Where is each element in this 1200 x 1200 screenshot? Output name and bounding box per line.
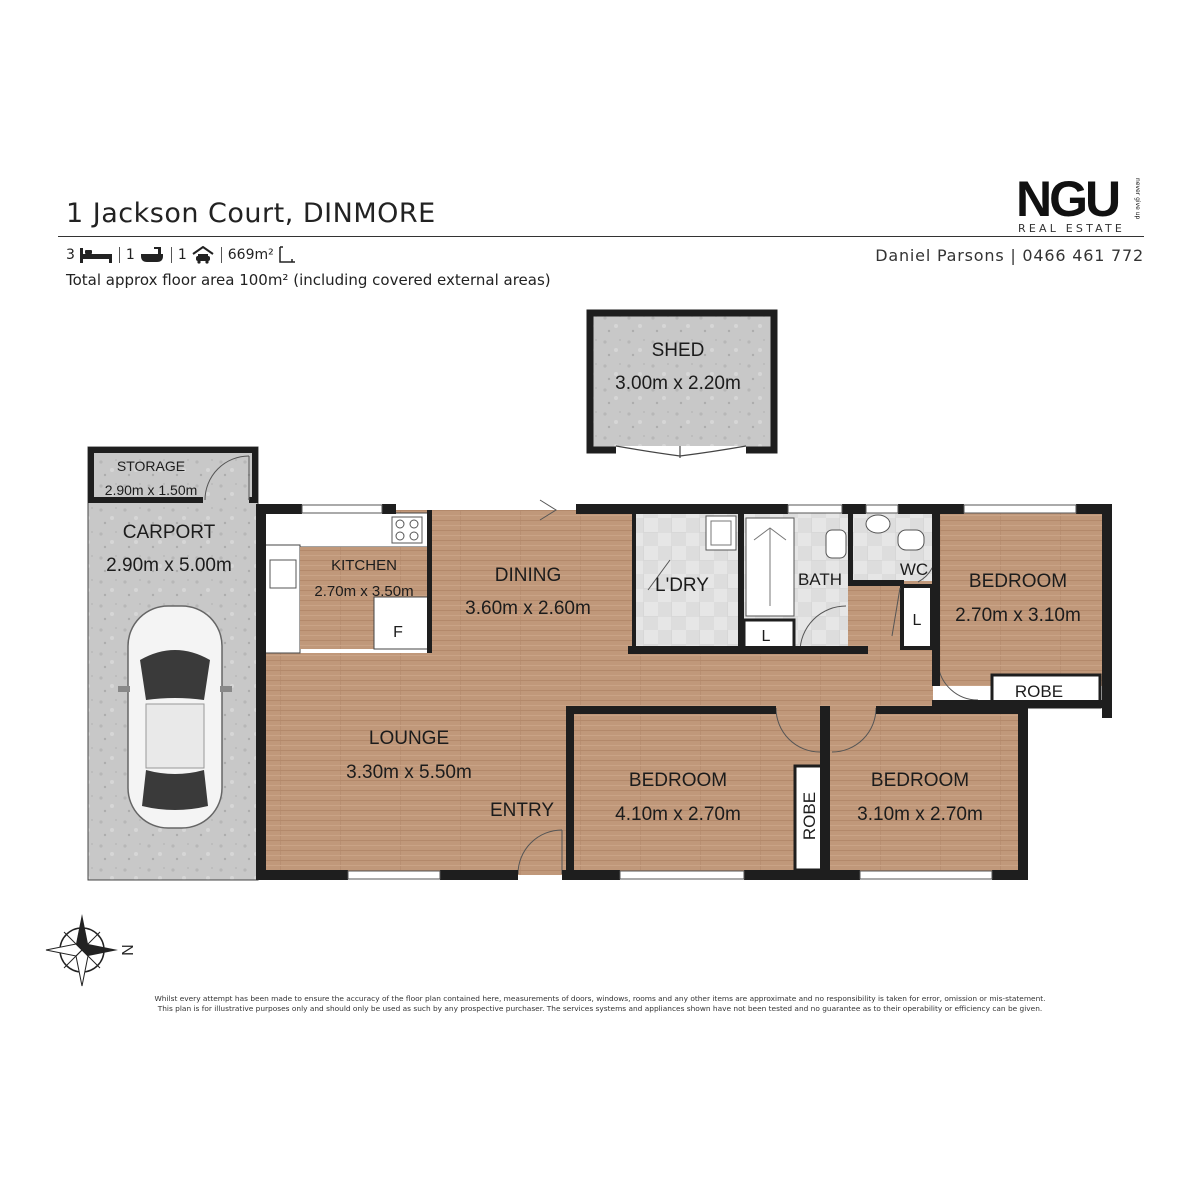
agent-contact: Daniel Parsons | 0466 461 772 xyxy=(875,246,1144,265)
header-divider xyxy=(58,236,1144,237)
kitchen-size: 2.70m x 3.50m xyxy=(314,583,413,600)
bedroom2-size: 4.10m x 2.70m xyxy=(615,804,741,825)
stats-separator xyxy=(118,247,120,263)
logo-subtitle: REAL ESTATE xyxy=(1018,222,1126,235)
property-stats: 3 1 1 669m² xyxy=(66,244,296,266)
dining-name: DINING xyxy=(495,565,562,586)
laundry-name: L'DRY xyxy=(655,575,709,596)
car-icon xyxy=(191,246,215,264)
bathroom xyxy=(738,513,848,654)
bedroom1-robe-label: ROBE xyxy=(1015,682,1063,701)
cooktop-icon xyxy=(391,516,423,544)
kitchen-name: KITCHEN xyxy=(331,557,397,574)
lounge-name: LOUNGE xyxy=(369,728,449,749)
land-size: 669m² xyxy=(227,247,274,263)
carport-size: 2.90m x 5.00m xyxy=(106,555,232,576)
storage-size: 2.90m x 1.50m xyxy=(105,482,198,498)
fridge-label: F xyxy=(393,624,403,641)
carport-name: CARPORT xyxy=(123,522,216,543)
windows xyxy=(301,504,1077,880)
agency-logo: NGU never give up REAL ESTATE xyxy=(1016,174,1144,236)
logo-mark: NGU xyxy=(1016,171,1121,227)
bedroom2-robe-label: ROBE xyxy=(800,792,819,840)
laundry xyxy=(632,513,740,653)
car-count: 1 xyxy=(177,247,187,263)
compass-north-label: N xyxy=(118,944,135,956)
disclaimer-line: Whilst every attempt has been made to en… xyxy=(154,994,1046,1003)
logo-tagline: never give up xyxy=(1134,178,1141,220)
shed xyxy=(586,309,778,458)
bedroom1-name: BEDROOM xyxy=(969,571,1067,592)
lounge-size: 3.30m x 5.50m xyxy=(346,762,472,783)
bedroom3-size: 3.10m x 2.70m xyxy=(857,804,983,825)
land-area-icon xyxy=(278,246,296,264)
bedroom-count: 3 xyxy=(66,247,75,263)
storage-name: STORAGE xyxy=(117,458,185,474)
car-icon xyxy=(118,605,232,829)
laundry-linen-label: L xyxy=(762,628,771,645)
disclaimer-line: This plan is for illustrative purposes o… xyxy=(157,1004,1043,1013)
linen-cupboard xyxy=(891,584,934,650)
bedroom2-name: BEDROOM xyxy=(629,770,727,791)
shed-name: SHED xyxy=(652,340,705,361)
storage xyxy=(88,447,258,504)
stats-separator xyxy=(220,247,222,263)
bath-name: BATH xyxy=(798,570,842,589)
entry-door xyxy=(517,829,563,875)
property-address: 1 Jackson Court, DINMORE xyxy=(66,198,436,229)
shed-size: 3.00m x 2.20m xyxy=(615,373,741,394)
wc-name: WC xyxy=(900,560,928,579)
floor-area-note: Total approx floor area 100m² (including… xyxy=(66,271,551,289)
wc xyxy=(848,513,937,583)
bed-icon xyxy=(79,246,113,264)
linen-label: L xyxy=(913,612,922,629)
bath-icon xyxy=(139,246,165,264)
bedroom1-size: 2.70m x 3.10m xyxy=(955,605,1081,626)
bedroom3-name: BEDROOM xyxy=(871,770,969,791)
walls xyxy=(256,504,1112,880)
stats-separator xyxy=(170,247,172,263)
sliding-door-arrow xyxy=(539,499,557,521)
dining-size: 3.60m x 2.60m xyxy=(465,598,591,619)
entry-name: ENTRY xyxy=(490,800,554,821)
kitchen xyxy=(263,510,432,654)
disclaimer: Whilst every attempt has been made to en… xyxy=(130,994,1070,1014)
compass-icon: N xyxy=(45,914,135,987)
bathroom-count: 1 xyxy=(125,247,135,263)
